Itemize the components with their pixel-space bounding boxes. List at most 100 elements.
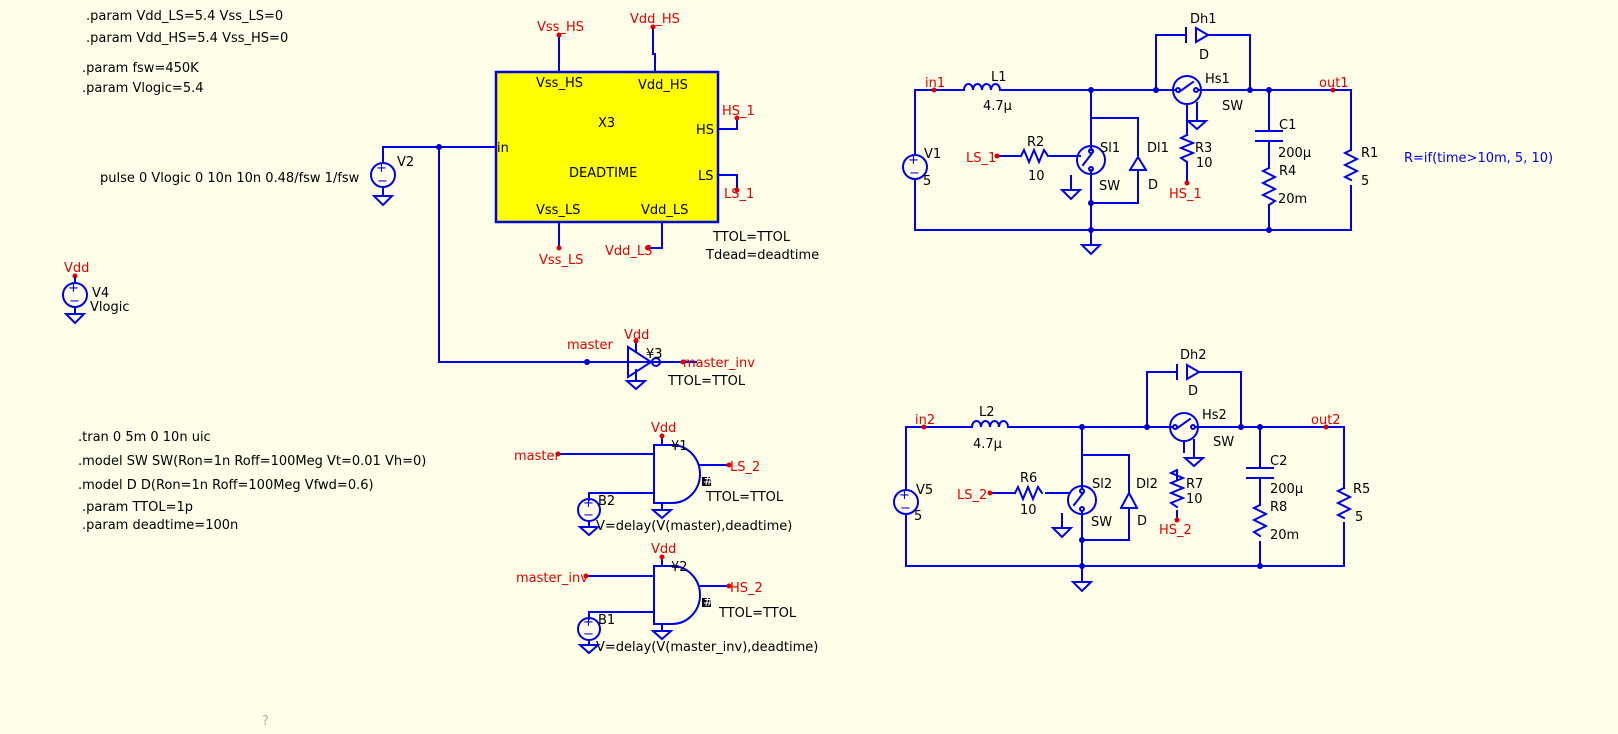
dh2-model: D (1188, 384, 1198, 399)
svg-text:−: − (900, 501, 911, 516)
hs1-model: SW (1222, 99, 1243, 114)
s2-net-hs2: HS_2 (1159, 523, 1192, 538)
svg-text:+: + (908, 153, 919, 168)
net-vss-hs: Vss_HS (537, 20, 584, 35)
and1-net-master: master (514, 449, 560, 464)
param-fsw[interactable]: .param fsw=450K (82, 61, 199, 76)
power-stage-1[interactable]: + − in1 out1 L1 4.7µ (902, 12, 1553, 256)
inv-net-vdd: Vdd (624, 328, 649, 343)
and2-name: ¥2 (671, 560, 688, 575)
x3-pin-vdd-hs: Vdd_HS (638, 78, 688, 93)
r1-name: R1 (1361, 146, 1378, 161)
param-deadtime[interactable]: .param deadtime=100n (82, 518, 238, 533)
v2-source[interactable]: + − V2 pulse 0 Vlogic 0 10n 10n 0.48/fsw… (100, 146, 501, 207)
s1-net-hs1: HS_1 (1169, 187, 1202, 202)
svg-text:+: + (899, 488, 910, 503)
net-in2: in2 (915, 413, 935, 428)
and2-net-vdd: Vdd (651, 542, 676, 557)
param-vdd-hs[interactable]: .param Vdd_HS=5.4 Vss_HS=0 (86, 31, 288, 46)
v1-name: V1 (924, 147, 941, 162)
b1-expr: V=delay(V(master_inv),deadtime) (596, 640, 818, 655)
hs1-name: Hs1 (1205, 72, 1230, 87)
r4-value: 20m (1278, 192, 1307, 207)
dl1-model: D (1148, 178, 1158, 193)
r1-expression[interactable]: R=if(time>10m, 5, 10) (1404, 151, 1553, 166)
b1-name: B1 (598, 613, 615, 628)
r2-value: 10 (1028, 169, 1045, 184)
r4-name: R4 (1279, 164, 1296, 179)
dl2-name: Dl2 (1136, 477, 1158, 492)
v5-name: V5 (916, 483, 933, 498)
and1-attr: TTOL=TTOL (705, 490, 784, 505)
net-ls-2: LS_2 (730, 460, 760, 475)
param-vdd-ls[interactable]: .param Vdd_LS=5.4 Vss_LS=0 (86, 9, 283, 24)
svg-text:+: + (583, 615, 594, 630)
directive-block-bottom: .tran 0 5m 0 10n uic .model SW SW(Ron=1n… (78, 430, 426, 533)
svg-text:−: − (583, 627, 594, 642)
r3-name: R3 (1195, 141, 1212, 156)
x3-pin-ls: LS (698, 169, 714, 184)
and-gate-2[interactable]: # + − Vdd ¥2 master_inv HS_2 TTOL=TTOL B… (516, 542, 818, 655)
x3-pin-hs: HS (696, 123, 714, 138)
inv-attr: TTOL=TTOL (667, 374, 746, 389)
r7-value: 10 (1186, 492, 1203, 507)
x3-attr-ttol: TTOL=TTOL (712, 230, 791, 245)
model-sw-directive[interactable]: .model SW SW(Ron=1n Roff=100Meg Vt=0.01 … (78, 454, 426, 469)
dl2-model: D (1137, 514, 1147, 529)
x3-deadtime-block[interactable]: Vss_HS Vdd_HS X3 DEADTIME HS LS Vss_LS V… (494, 12, 819, 268)
svg-text:+: + (583, 496, 594, 511)
dh2-name: Dh2 (1180, 348, 1207, 363)
power-stage-2[interactable]: + − in2 out2 L2 4.7µ (893, 348, 1370, 593)
master-wire (438, 146, 697, 363)
svg-text:+: + (68, 281, 79, 296)
v2-name: V2 (397, 155, 414, 170)
v2-value: pulse 0 Vlogic 0 10n 10n 0.48/fsw 1/fsw (100, 171, 360, 186)
model-d-directive[interactable]: .model D D(Ron=1n Roff=100Meg Vfwd=0.6) (78, 478, 374, 493)
x3-name: X3 (598, 116, 615, 131)
and2-attr: TTOL=TTOL (718, 606, 797, 621)
inverter-gate[interactable]: master Vdd ¥3 master_inv TTOL=TTOL (567, 328, 755, 391)
tran-directive[interactable]: .tran 0 5m 0 10n uic (78, 430, 211, 445)
svg-text:−: − (583, 508, 594, 523)
x3-attr-tdead: Tdead=deadtime (705, 248, 819, 263)
x3-pin-in: in (497, 141, 509, 156)
svg-text:#: # (703, 474, 714, 489)
r2-name: R2 (1027, 135, 1044, 150)
v4-name: V4 (92, 286, 109, 301)
r6-name: R6 (1020, 471, 1037, 486)
net-vss-ls: Vss_LS (539, 253, 583, 268)
net-vdd-ls: Vdd_LS (605, 244, 652, 259)
r8-value: 20m (1270, 528, 1299, 543)
net-out1: out1 (1319, 76, 1349, 91)
x3-type: DEADTIME (569, 166, 637, 181)
x3-pin-vdd-ls: Vdd_LS (641, 203, 688, 218)
dh1-name: Dh1 (1190, 12, 1217, 27)
s2-net-ls2: LS_2 (957, 488, 987, 503)
sl2-model: SW (1091, 515, 1112, 530)
and1-net-vdd: Vdd (651, 421, 676, 436)
c2-value: 200µ (1270, 482, 1303, 497)
cursor-hint: ? (262, 714, 269, 729)
svg-text:−: − (377, 174, 388, 189)
r6-value: 10 (1020, 503, 1037, 518)
c1-name: C1 (1279, 118, 1296, 133)
sl2-name: Sl2 (1092, 477, 1112, 492)
and1-name: ¥1 (671, 439, 688, 454)
net-master-inv: master_inv (683, 356, 755, 371)
net-master: master (567, 338, 613, 353)
v4-value: Vlogic (90, 300, 129, 315)
param-vlogic[interactable]: .param Vlogic=5.4 (82, 81, 204, 96)
net-hs-1: HS_1 (722, 104, 755, 119)
param-ttol[interactable]: .param TTOL=1p (82, 500, 193, 515)
r7-name: R7 (1186, 477, 1203, 492)
directive-block-top: .param Vdd_LS=5.4 Vss_LS=0 .param Vdd_HS… (82, 9, 288, 96)
and-gate-1[interactable]: # + − Vdd ¥1 master LS_2 TTOL=TTOL B2 V=… (514, 421, 792, 537)
x3-pin-vss-ls: Vss_LS (536, 203, 580, 218)
r1-value: 5 (1361, 174, 1369, 189)
svg-text:+: + (376, 161, 387, 176)
svg-text:−: − (909, 166, 920, 181)
v4-source[interactable]: + − Vdd V4 Vlogic (62, 261, 129, 325)
and2-net-master-inv: master_inv (516, 571, 588, 586)
dl1-name: Dl1 (1147, 141, 1169, 156)
